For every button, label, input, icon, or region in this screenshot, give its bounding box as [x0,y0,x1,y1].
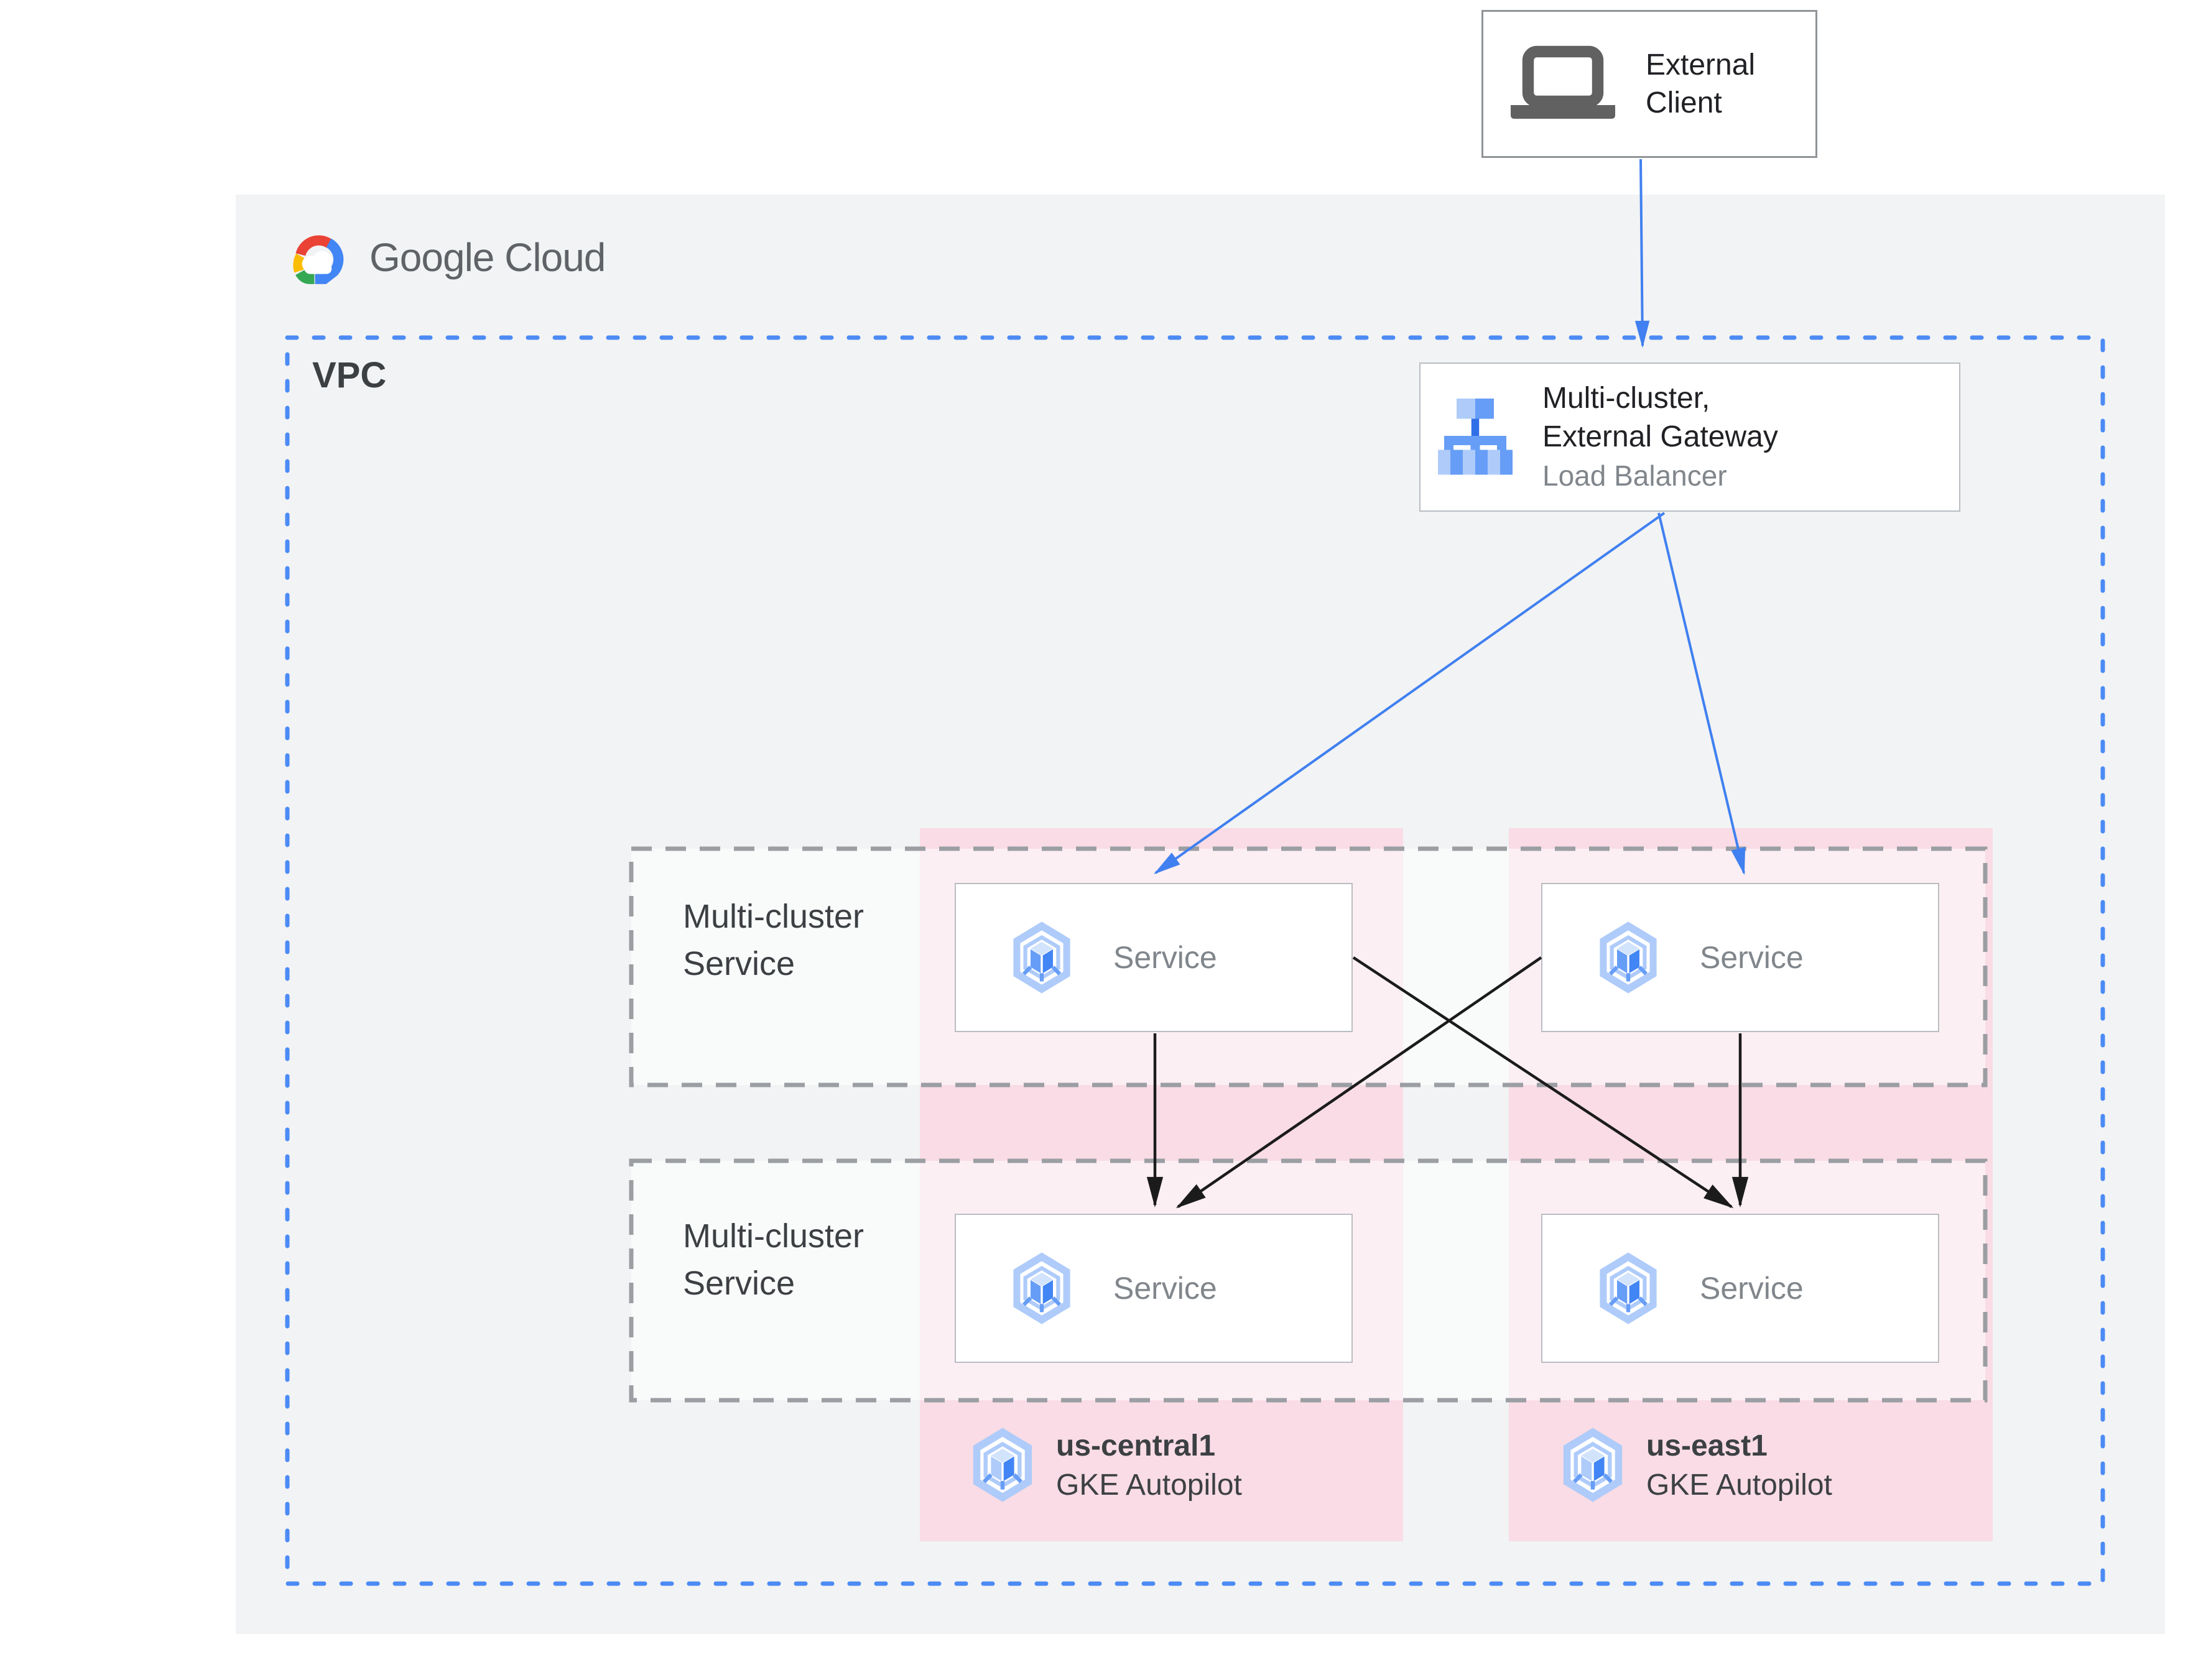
row-1-label-line1: Multi-cluster [683,898,864,935]
row-2-label-line2: Service [683,1265,795,1302]
gke-service-hexagon-icon [1013,921,1070,994]
vpc-label: VPC [312,355,387,395]
gateway-load-balancer-box: Multi-cluster, External Gateway Load Bal… [1419,362,1960,512]
service-box-top-us-central1: Service [955,883,1353,1032]
service-label: Service [1113,940,1217,975]
load-balancer-icon [1438,398,1513,474]
cluster-region-label: us-east1 [1646,1429,1768,1462]
gke-cluster-hexagon-icon [973,1428,1032,1502]
row-2-label-line1: Multi-cluster [683,1217,864,1255]
external-client-box: External Client [1481,10,1817,158]
vpc-dotted-border [285,335,2105,1586]
google-cloud-brand: Google Cloud [281,228,606,287]
external-client-label: External Client [1646,48,1756,119]
gke-service-hexagon-icon [1600,1252,1657,1324]
service-box-top-us-east1: Service [1541,883,1939,1032]
service-box-bottom-us-central1: Service [955,1214,1353,1363]
gke-service-hexagon-icon [1600,921,1657,994]
row-1-label-line2: Service [683,945,795,982]
laptop-icon [1511,45,1615,119]
service-box-bottom-us-east1: Service [1541,1214,1939,1363]
gateway-subtitle: Load Balancer [1542,459,1727,492]
service-label: Service [1700,1271,1804,1306]
service-label: Service [1700,940,1804,975]
multi-cluster-service-row-2-label: Multi-cluster Service [683,1212,864,1307]
service-label: Service [1113,1271,1217,1306]
cluster-platform-label: GKE Autopilot [1056,1469,1242,1502]
cluster-footer-us-east1: us-east1 GKE Autopilot [1558,1426,1832,1505]
multi-cluster-service-row-1-label: Multi-cluster Service [683,893,864,987]
cluster-platform-label: GKE Autopilot [1646,1469,1832,1502]
cluster-region-label: us-central1 [1056,1429,1216,1462]
gateway-title-line1: Multi-cluster, [1542,382,1710,415]
gateway-labels: Multi-cluster, External Gateway Load Bal… [1542,379,1778,495]
gke-service-hexagon-icon [1013,1252,1070,1324]
brand-label: Google Cloud [369,235,606,280]
gke-cluster-hexagon-icon [1563,1428,1623,1502]
cluster-footer-us-central1: us-central1 GKE Autopilot [968,1426,1242,1505]
gateway-title-line2: External Gateway [1542,420,1778,453]
google-cloud-logo [293,235,344,284]
